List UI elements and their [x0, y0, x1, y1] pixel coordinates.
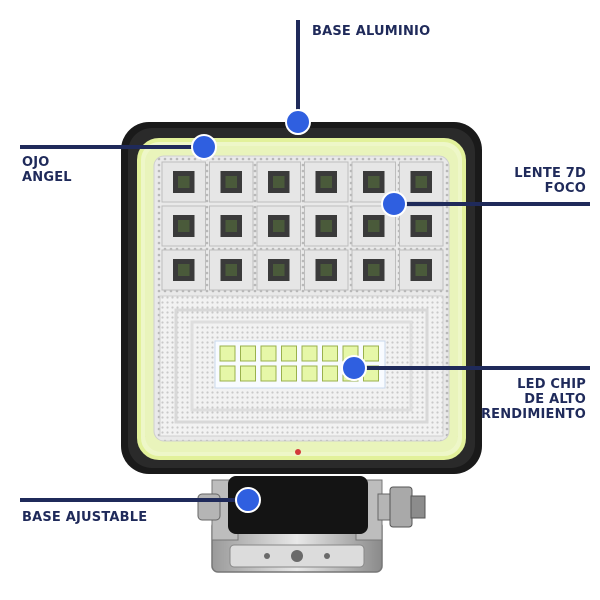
led-chip [240, 345, 256, 362]
led-chip [322, 345, 338, 362]
reflector-cell-led [225, 220, 237, 232]
reflector-cell-led [320, 176, 332, 188]
reflector-cell-led [273, 176, 285, 188]
reflector-cell-led [320, 264, 332, 276]
marker-base-aluminio [285, 109, 311, 135]
marker-ojo-angel [191, 134, 217, 160]
reflector-cell [209, 161, 254, 203]
reflector-cell-led [368, 176, 380, 188]
label-base-ajustable: BASE AJUSTABLE [22, 510, 148, 525]
callout-markers [191, 109, 407, 513]
led-chip [281, 365, 297, 382]
reflector-cell-led [415, 264, 427, 276]
led-chip [301, 365, 318, 382]
adjustable-bracket [197, 476, 426, 573]
callout-lines [20, 20, 590, 502]
led-chip [363, 345, 379, 362]
marker-led-chip [341, 355, 367, 381]
reflector-cell-led [178, 220, 190, 232]
reflector-cell [256, 249, 301, 291]
marker-base-ajustable [235, 487, 261, 513]
led-chip [260, 365, 277, 382]
reflector-cell-led [415, 176, 427, 188]
reflector-cell-led [273, 220, 285, 232]
reflector-cell-led [178, 264, 190, 276]
reflector-cell-led [178, 176, 190, 188]
label-ojo-angel: OJO ANGEL [22, 155, 72, 185]
label-lente-7d: LENTE 7D FOCO [514, 166, 586, 196]
label-led-chip: LED CHIP DE ALTO RENDIMIENTO [480, 377, 586, 422]
reflector-cell-led [368, 264, 380, 276]
label-base-aluminio: BASE ALUMINIO [312, 24, 431, 39]
marker-lente-7d [381, 191, 407, 217]
led-chip [281, 345, 297, 362]
led-chip [322, 365, 338, 382]
led-chips [219, 345, 379, 382]
reflector-cell-led [368, 220, 380, 232]
led-chip [219, 365, 236, 382]
reflector-cell-led [320, 220, 332, 232]
reflector-cell-led [225, 264, 237, 276]
led-chip [260, 345, 277, 362]
reflector-cells [161, 161, 444, 291]
reflector-cell-led [225, 176, 237, 188]
reflector-cell-led [415, 220, 427, 232]
led-chip [240, 365, 256, 382]
reflector-cell-led [273, 264, 285, 276]
led-chip [301, 345, 318, 362]
led-chip [219, 345, 236, 362]
